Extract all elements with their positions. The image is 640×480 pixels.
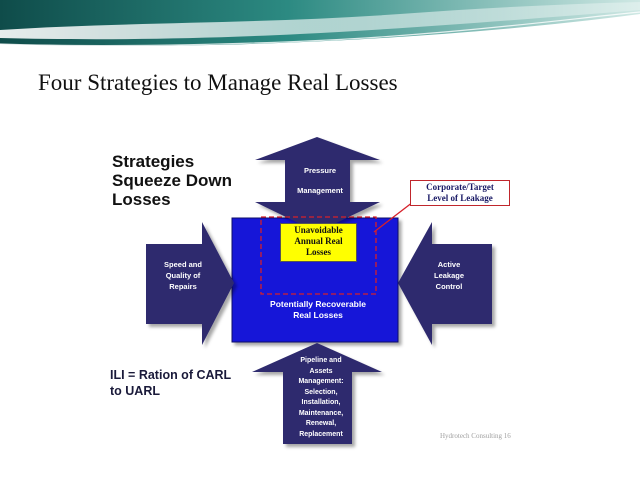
speed-line: Quality of bbox=[165, 271, 201, 280]
active-leakage-control-arrow bbox=[398, 222, 492, 345]
unavoidable-losses-box bbox=[280, 223, 357, 262]
uarl-line: Losses bbox=[305, 247, 331, 257]
speed-line: Repairs bbox=[169, 282, 197, 291]
unavoidable-losses-label: Unavoidable Annual Real Losses bbox=[276, 225, 361, 258]
active-line: Active bbox=[437, 260, 461, 269]
pipeline-assets-management-label: Pipeline and Assets Management: Selectio… bbox=[272, 356, 370, 440]
pipeline-line: Installation, bbox=[301, 399, 341, 406]
callout-line: Corporate/Target bbox=[426, 182, 494, 192]
ili-definition-note: ILI = Ration of CARL to UARL bbox=[110, 367, 231, 399]
ili-line: ILI = Ration of CARL bbox=[110, 368, 232, 382]
target-level-callout-box bbox=[410, 180, 510, 206]
pressure-management-label: Pressure Management bbox=[278, 166, 362, 196]
active-line: Leakage bbox=[433, 271, 465, 280]
pipeline-line: Selection, bbox=[304, 388, 338, 396]
pressure-line: Management bbox=[297, 186, 343, 195]
pipeline-line: Management: bbox=[298, 378, 344, 385]
ili-line: to UARL bbox=[110, 384, 160, 398]
target-level-callout-label: Corporate/Target Level of Leakage bbox=[410, 182, 510, 204]
speed-quality-repairs-label: Speed and Quality of Repairs bbox=[150, 259, 216, 292]
uarl-line: Annual Real bbox=[294, 236, 343, 246]
pipeline-assets-management-arrow bbox=[252, 343, 382, 444]
speed-line: Speed and bbox=[164, 260, 202, 269]
callout-line: Level of Leakage bbox=[427, 193, 493, 203]
recover-line: Real Losses bbox=[293, 310, 343, 320]
slide-title: Four Strategies to Manage Real Losses bbox=[38, 70, 398, 95]
headline-line: Strategies bbox=[112, 152, 195, 171]
headline-line: Losses bbox=[112, 190, 171, 209]
recover-line: Potentially Recoverable bbox=[270, 299, 366, 309]
callout-connector-line bbox=[373, 201, 414, 233]
active-leakage-control-label: Active Leakage Control bbox=[420, 259, 478, 292]
uarl-line: Unavoidable bbox=[294, 225, 343, 235]
pipeline-line: Renewal, bbox=[305, 420, 337, 427]
speed-quality-repairs-arrow bbox=[146, 222, 234, 345]
target-level-dashed-outline bbox=[260, 216, 377, 295]
active-line: Control bbox=[435, 282, 463, 291]
pipeline-line: Maintenance, bbox=[298, 409, 344, 417]
pipeline-line: Assets bbox=[309, 367, 333, 375]
headline-line: Squeeze Down bbox=[112, 171, 232, 190]
consulting-credit: Hydrotech Consulting 16 bbox=[440, 432, 511, 440]
header-wave-banner bbox=[0, 0, 640, 50]
recoverable-losses-label: Potentially Recoverable Real Losses bbox=[238, 299, 398, 321]
strategies-headline: Strategies Squeeze Down Losses bbox=[112, 152, 232, 209]
pressure-management-arrow bbox=[255, 137, 380, 232]
pressure-line: Pressure bbox=[303, 166, 337, 175]
pipeline-line: Replacement bbox=[299, 430, 343, 438]
pipeline-line: Pipeline and bbox=[300, 357, 342, 364]
